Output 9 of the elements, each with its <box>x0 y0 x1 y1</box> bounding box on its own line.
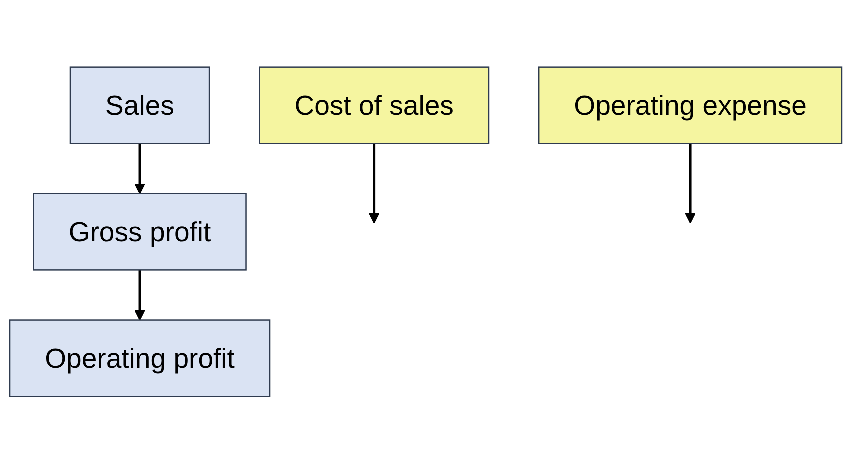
arrow <box>134 270 146 321</box>
node-box: Operating profit <box>9 320 271 398</box>
arrow <box>368 144 380 224</box>
node-box: Sales <box>70 66 210 144</box>
node-box: Cost of sales <box>259 66 490 144</box>
node-box: Gross profit <box>33 193 247 271</box>
node-box: Operating expense <box>538 66 843 144</box>
arrow <box>685 144 696 224</box>
arrow <box>134 144 146 194</box>
